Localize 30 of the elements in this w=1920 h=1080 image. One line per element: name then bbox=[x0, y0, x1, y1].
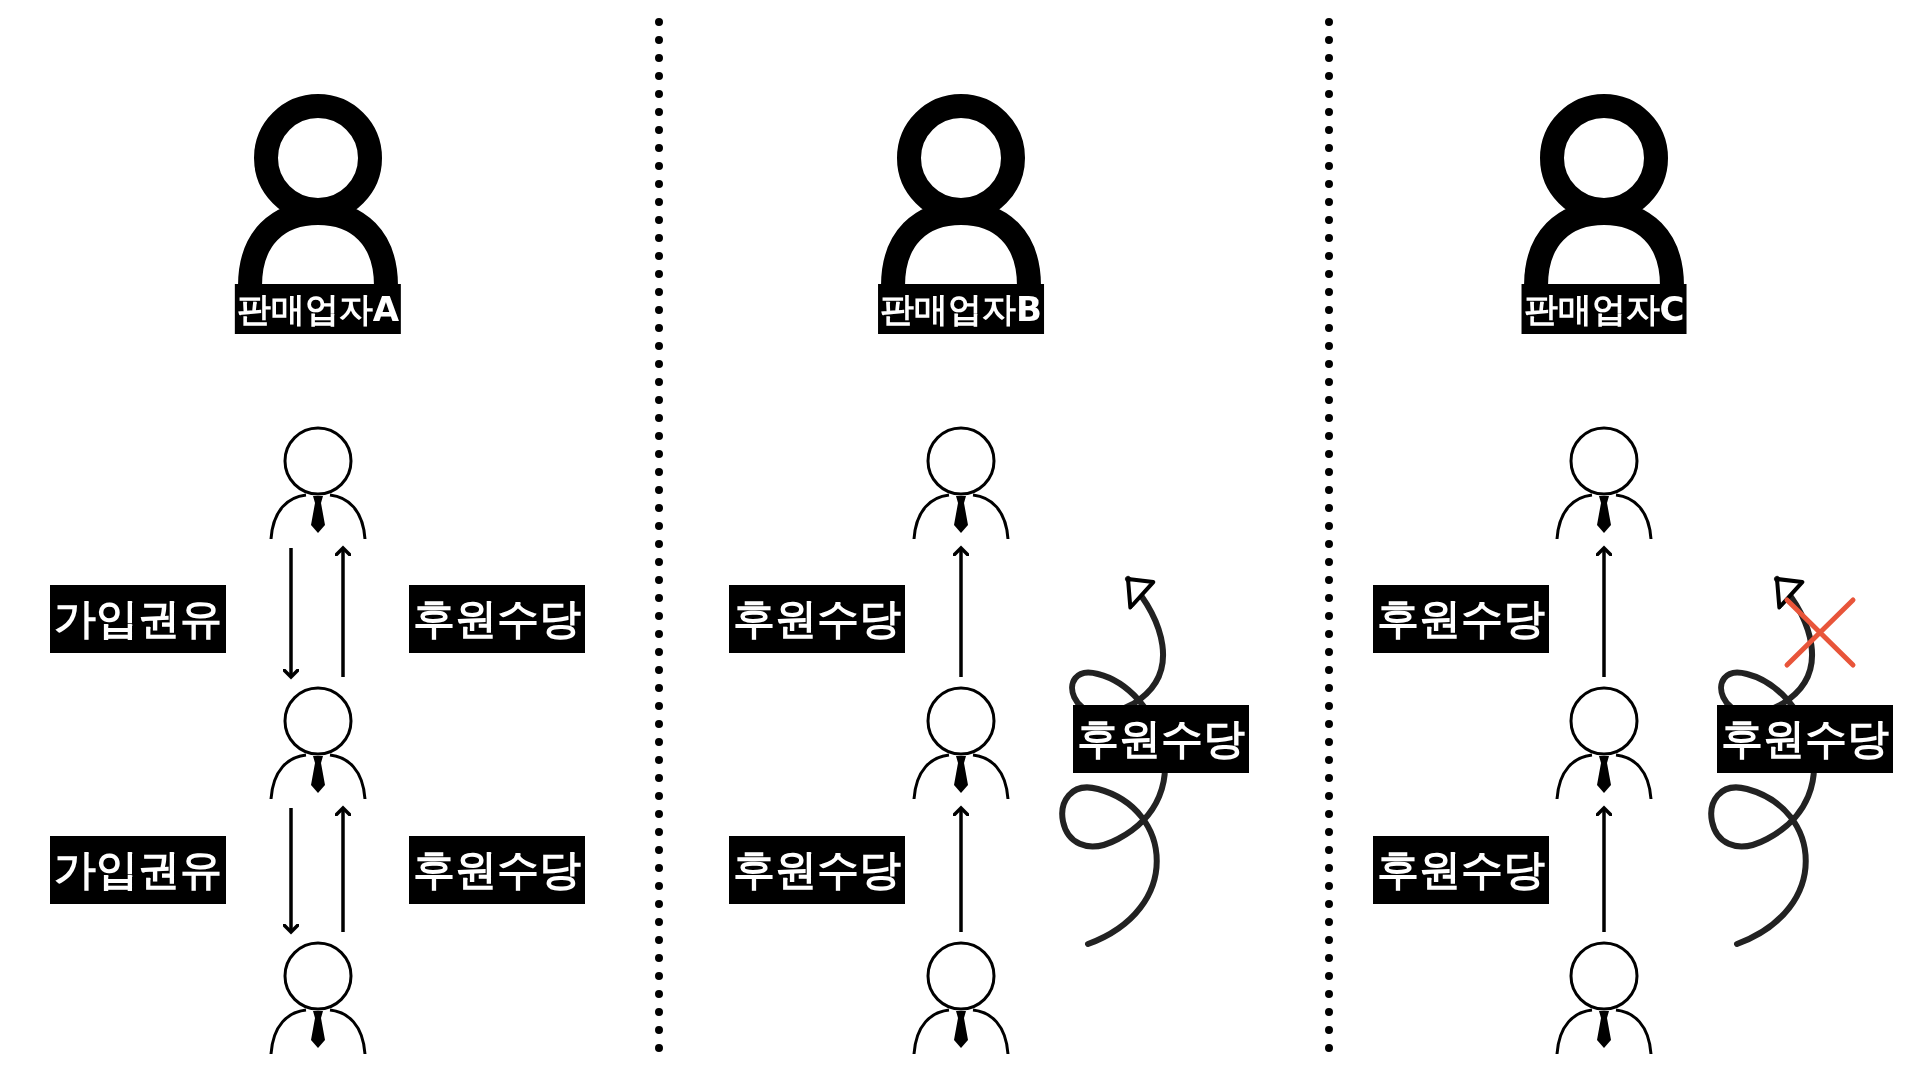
edge-label: 후원수당 bbox=[729, 836, 905, 904]
name-tag: 판매업자A bbox=[234, 284, 402, 334]
edge-label: 가입권유 bbox=[50, 836, 226, 904]
arrow-label: 후원수당 bbox=[1073, 705, 1249, 773]
name-tag: 판매업자B bbox=[878, 284, 1044, 334]
edge-label: 후원수당 bbox=[409, 836, 585, 904]
person-icon bbox=[1554, 940, 1654, 1055]
person-icon bbox=[1554, 685, 1654, 800]
arrow bbox=[334, 806, 352, 932]
edge-label: 가입권유 bbox=[50, 585, 226, 653]
arrow bbox=[952, 546, 970, 677]
arrow bbox=[282, 808, 300, 934]
name-tag: 판매업자C bbox=[1521, 284, 1687, 334]
arrow-label: 후원수당 bbox=[1717, 705, 1893, 773]
arrow bbox=[952, 806, 970, 932]
edge-label: 후원수당 bbox=[1373, 585, 1549, 653]
person-icon bbox=[268, 685, 368, 800]
arrow bbox=[282, 548, 300, 679]
person-icon bbox=[1554, 425, 1654, 540]
arrow bbox=[1595, 806, 1613, 932]
person-icon bbox=[268, 425, 368, 540]
person-icon bbox=[268, 940, 368, 1055]
arrow bbox=[334, 546, 352, 677]
person-icon bbox=[911, 685, 1011, 800]
arrow bbox=[1595, 546, 1613, 677]
edge-label: 후원수당 bbox=[1373, 836, 1549, 904]
edge-label: 후원수당 bbox=[729, 585, 905, 653]
person-icon bbox=[911, 425, 1011, 540]
person-icon bbox=[911, 940, 1011, 1055]
edge-label: 후원수당 bbox=[409, 585, 585, 653]
